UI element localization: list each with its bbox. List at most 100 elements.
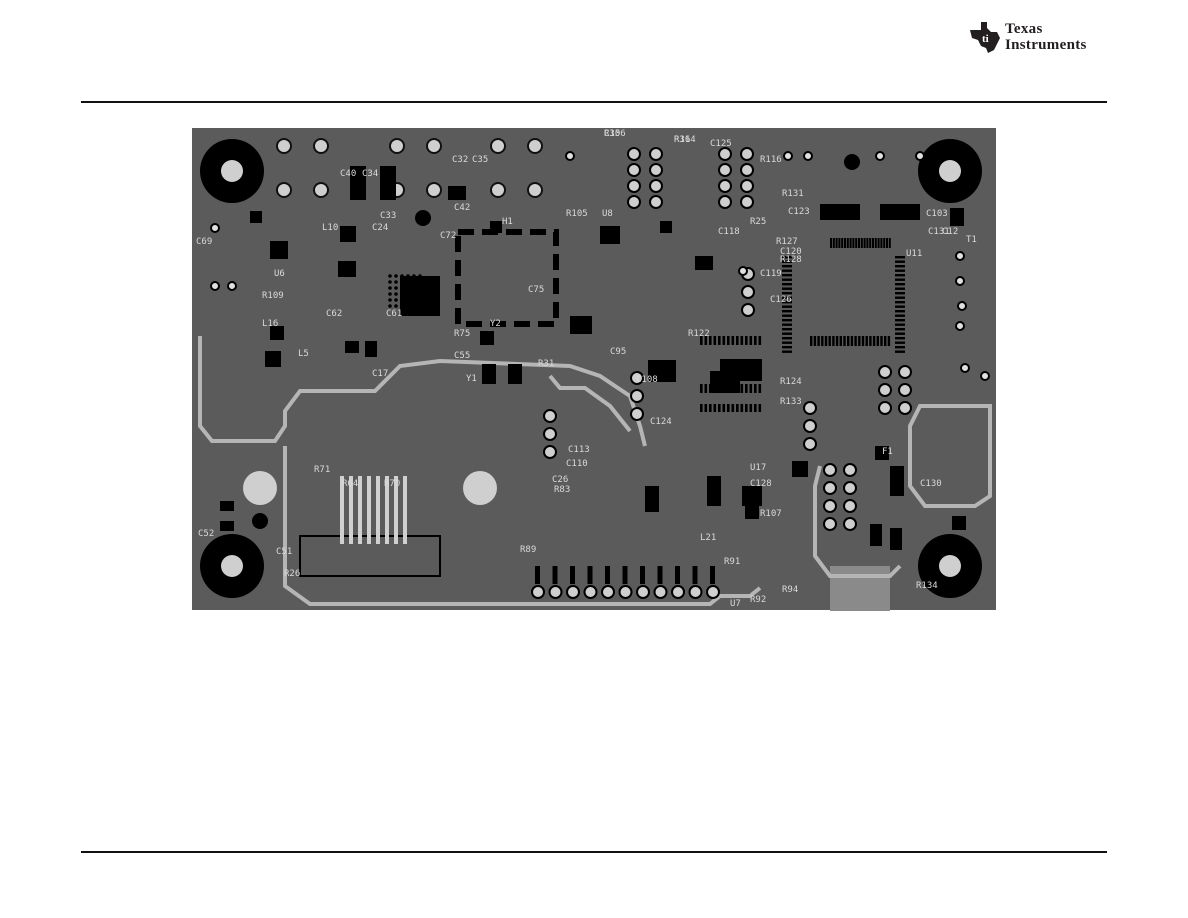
pcb-via: [412, 274, 416, 278]
reference-designator-label: C95: [610, 347, 626, 357]
reference-designator-label: R25: [750, 217, 766, 227]
pcb-via: [649, 179, 663, 193]
pcb-via: [718, 179, 732, 193]
pcb-pad: [860, 238, 863, 248]
pcb-pad: [731, 384, 735, 393]
reference-designator-label: R109: [262, 291, 284, 301]
reference-designator-label: L10: [322, 223, 338, 233]
pcb-pad: [830, 238, 832, 248]
pcb-via: [388, 292, 392, 296]
pcb-via: [412, 280, 416, 284]
pcb-via: [418, 304, 422, 308]
pcb-via: [706, 585, 720, 599]
pcb-pad: [754, 404, 757, 412]
pcb-pad: [740, 404, 744, 412]
pcb-via: [649, 163, 663, 177]
pcb-pad: [874, 238, 877, 248]
pcb-pad: [758, 336, 762, 345]
pcb-via: [627, 147, 641, 161]
pcb-pad: [869, 238, 872, 248]
pcb-pad: [895, 278, 905, 281]
pcb-pad: [895, 350, 905, 353]
reference-designator-label: C130: [920, 479, 942, 489]
pcb-pad: [852, 238, 855, 248]
reference-designator-label: R35: [604, 129, 620, 139]
pcb-pad: [480, 331, 494, 345]
pcb-via: [741, 285, 755, 299]
pcb-via: [803, 437, 817, 451]
pcb-via: [412, 292, 416, 296]
pcb-via: [740, 195, 754, 209]
reference-designator-label: U8: [602, 209, 613, 219]
pcb-pad: [782, 341, 792, 344]
reference-designator-label: U11: [906, 249, 922, 259]
pcb-via: [527, 182, 543, 198]
pcb-pad: [782, 314, 792, 317]
pcb-pad: [220, 521, 234, 531]
reference-designator-label: C69: [196, 237, 212, 247]
pcb-via: [418, 286, 422, 290]
pcb-pad: [895, 287, 905, 290]
pcb-via: [627, 179, 641, 193]
pcb-pad: [758, 384, 762, 393]
pcb-via: [406, 274, 410, 278]
pcb-pad: [895, 323, 905, 326]
reference-designator-label: L16: [262, 319, 278, 329]
pcb-pad: [394, 476, 398, 544]
pcb-pad: [849, 238, 852, 248]
pcb-pad: [782, 301, 792, 304]
pcb-pad: [872, 238, 874, 248]
pcb-pad: [782, 319, 792, 322]
reference-designator-label: C131: [928, 227, 950, 237]
svg-text:ti: ti: [982, 33, 989, 45]
pcb-pad: [846, 238, 849, 248]
reference-designator-label: C51: [276, 547, 292, 557]
pcb-via: [313, 138, 329, 154]
pcb-pad: [884, 336, 887, 346]
pcb-pad: [895, 283, 905, 286]
reference-designator-label: C32: [452, 155, 468, 165]
pcb-via: [565, 151, 575, 161]
pcb-pad: [886, 238, 888, 248]
pcb-via: [960, 363, 970, 373]
pcb-pad: [895, 305, 905, 308]
pcb-pad: [832, 336, 835, 346]
pcb-pad: [376, 476, 380, 544]
pcb-via: [543, 427, 557, 441]
pcb-via: [955, 251, 965, 261]
pcb-pad: [709, 384, 712, 393]
pcb-pad: [675, 566, 680, 584]
board-copper-pour: [192, 128, 996, 610]
pcb-via: [418, 280, 422, 284]
reference-designator-label: C40: [340, 169, 356, 179]
pcb-via: [803, 401, 817, 415]
pcb-pad: [865, 336, 868, 346]
pcb-pad: [718, 404, 721, 412]
footer-rule: [81, 851, 1107, 853]
pcb-via: [426, 138, 442, 154]
pcb-via: [741, 303, 755, 317]
pcb-pad: [570, 566, 575, 584]
pcb-via: [418, 274, 422, 278]
pcb-pad: [883, 238, 886, 248]
pcb-via: [823, 481, 837, 495]
pcb-pad: [869, 336, 872, 346]
reference-designator-label: R91: [724, 557, 740, 567]
reference-designator-label: H1: [502, 217, 513, 227]
pcb-pad: [880, 238, 883, 248]
ti-state-icon: ti: [970, 22, 1000, 53]
pcb-via: [543, 409, 557, 423]
pcb-pad: [722, 336, 726, 345]
pcb-pad: [270, 241, 288, 259]
reference-designator-label: R105: [566, 209, 588, 219]
pcb-pad: [754, 384, 757, 393]
pcb-pad: [640, 566, 645, 584]
pcb-via: [627, 195, 641, 209]
reference-designator-label: R71: [314, 465, 330, 475]
reference-designator-label: R131: [782, 189, 804, 199]
pcb-via: [276, 182, 292, 198]
pcb-pad: [895, 310, 905, 313]
pcb-via: [210, 281, 220, 291]
pcb-pad: [844, 238, 846, 248]
